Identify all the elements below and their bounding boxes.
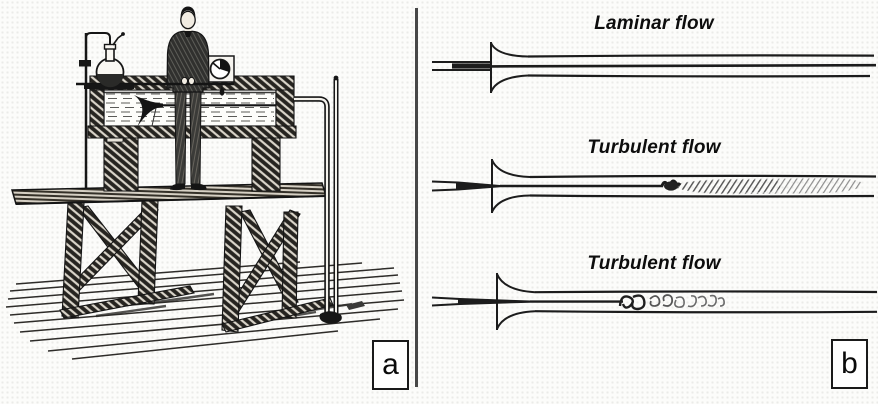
dye-filament — [490, 63, 877, 68]
eddy-curls — [618, 294, 725, 311]
panel-divider-line — [415, 8, 418, 387]
panel-a-label: a — [372, 340, 409, 390]
turbulent-flow-cloud-diagram — [431, 159, 877, 213]
laminar-flow-tube-diagram — [432, 42, 877, 93]
plumb-weight — [219, 87, 225, 96]
standing-man-figure — [166, 6, 210, 191]
panel-b-label: b — [831, 339, 868, 389]
funnel-mouthpiece — [134, 95, 163, 127]
left-trestle — [59, 200, 195, 319]
dye-flask — [79, 32, 134, 89]
turbulent-flow-title-1: Turbulent flow — [587, 137, 721, 158]
valve-dial — [205, 55, 235, 96]
turbulent-flow-eddies-diagram — [431, 273, 878, 330]
apparatus-engraving-illustration — [5, 6, 405, 360]
outlet-pipes — [294, 75, 365, 324]
turbulent-flow-title-2: Turbulent flow — [587, 253, 721, 274]
right-trestle — [221, 205, 334, 333]
laminar-flow-title: Laminar flow — [594, 13, 714, 34]
